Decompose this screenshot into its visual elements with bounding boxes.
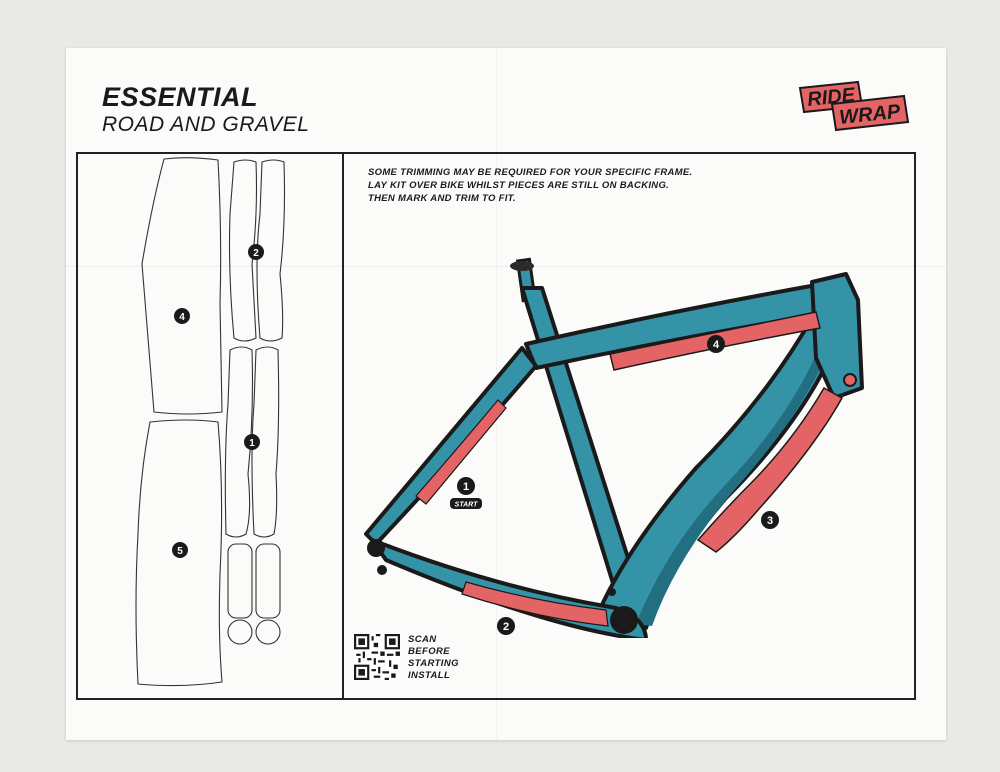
- seat-stay: [364, 346, 538, 546]
- bottom-bracket: [610, 606, 638, 634]
- ridewrap-logo: RIDE WRAP: [798, 80, 910, 132]
- down-tube: [594, 316, 848, 630]
- qr-instruction: SCAN BEFORE STARTING INSTALL: [408, 634, 459, 682]
- piece-4-marker: [174, 308, 190, 324]
- piece-4-number: 4: [179, 312, 185, 323]
- frame-label-3: 3: [767, 515, 773, 527]
- frame-marker-4: [707, 335, 725, 353]
- piece-2-number: 2: [253, 248, 259, 259]
- rear-dropout: [367, 539, 385, 557]
- piece-1-marker: [244, 434, 260, 450]
- piece-2-left: [228, 159, 258, 342]
- head-tube: [810, 272, 864, 400]
- qr-line-1: SCAN: [408, 634, 437, 645]
- instruction-sheet: ESSENTIAL ROAD AND GRAVEL RIDE WRAP 4 5 …: [66, 48, 946, 740]
- head-badge: [843, 373, 857, 387]
- page-title: ESSENTIAL: [102, 82, 259, 112]
- piece-5-marker: [172, 542, 188, 558]
- seatpost-clamp: [510, 261, 534, 271]
- piece-1-left: [224, 346, 254, 538]
- piece-5-outline: [135, 419, 223, 687]
- piece-4-outline: [141, 157, 223, 415]
- protection-1: [415, 399, 507, 505]
- fold-crease: [66, 266, 946, 267]
- page-subtitle: ROAD AND GRAVEL: [102, 113, 310, 136]
- sticker-sheet-layout: 4 5 2 1: [135, 157, 286, 687]
- frame-label-2: 2: [503, 621, 509, 633]
- piece-1-right: [251, 346, 280, 538]
- frame-marker-3: [761, 511, 779, 529]
- qr-line-3: STARTING: [408, 658, 459, 669]
- dot-piece-a: [227, 619, 253, 645]
- qr-line-2: BEFORE: [408, 646, 450, 657]
- trimming-instructions: SOME TRIMMING MAY BE REQUIRED FOR YOUR S…: [368, 167, 693, 204]
- logo-text-ride: RIDE: [806, 84, 856, 111]
- qr-code[interactable]: [354, 634, 400, 680]
- piece-1-number: 1: [249, 438, 255, 449]
- protection-3: [696, 386, 844, 553]
- panel-divider: [342, 152, 344, 700]
- bike-frame-diagram: 4 3 2 1 START: [364, 257, 864, 638]
- frame-marker-2: [497, 617, 515, 635]
- small-piece-a: [227, 543, 253, 619]
- frame-label-1: 1: [463, 481, 469, 493]
- small-piece-b: [255, 543, 281, 619]
- qr-line-4: INSTALL: [408, 670, 451, 681]
- bb-bolt: [608, 588, 616, 596]
- piece-2-right: [256, 159, 286, 342]
- rear-axle-bolt: [377, 565, 387, 575]
- content-border: [76, 152, 916, 700]
- frame-marker-1: [457, 477, 475, 495]
- down-tube-shadow: [636, 328, 836, 626]
- piece-2-marker: [248, 244, 264, 260]
- piece-5-number: 5: [177, 546, 183, 557]
- start-tag: [450, 498, 482, 509]
- protection-2: [461, 581, 609, 627]
- dot-piece-b: [255, 619, 281, 645]
- frame-label-4: 4: [713, 339, 720, 351]
- start-label: START: [455, 502, 478, 509]
